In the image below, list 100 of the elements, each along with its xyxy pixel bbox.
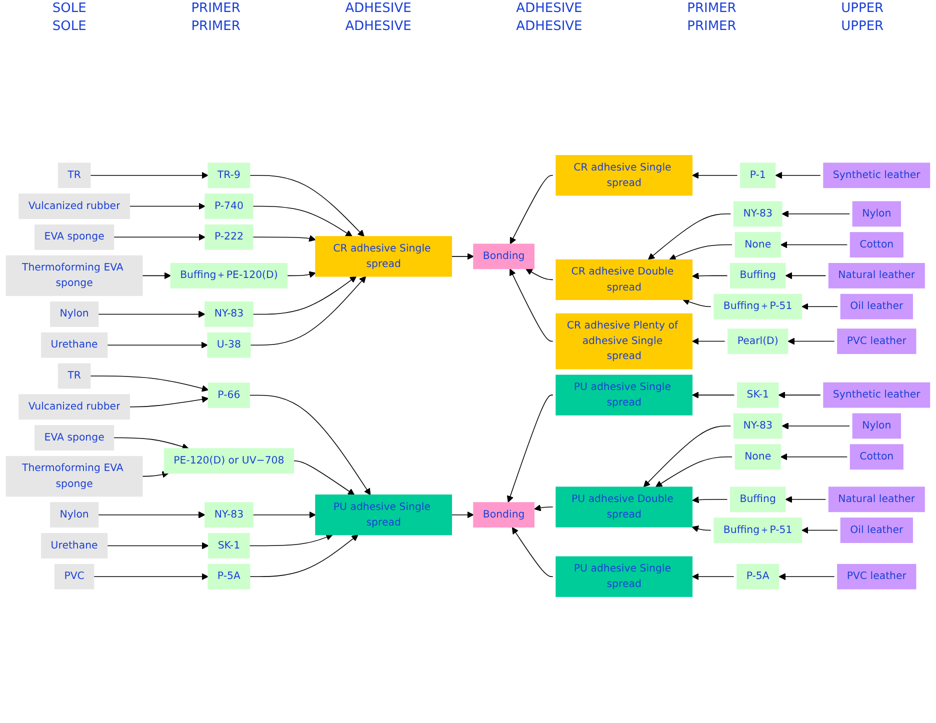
node-box: None bbox=[734, 232, 781, 258]
arrow bbox=[249, 174, 364, 237]
node-box: Thermoforming EVA sponge bbox=[6, 255, 143, 296]
arrow bbox=[669, 244, 732, 260]
node-box: Synthetic leather bbox=[823, 162, 930, 188]
arrow bbox=[692, 496, 728, 504]
arrow bbox=[249, 534, 333, 546]
arrow bbox=[142, 471, 169, 478]
node-box: P-66 bbox=[208, 382, 250, 408]
arrow bbox=[252, 235, 316, 242]
arrow bbox=[252, 276, 357, 315]
node-box: Nylon bbox=[50, 502, 99, 528]
arrow bbox=[692, 526, 712, 532]
arrow bbox=[526, 268, 554, 280]
column-heading: ADHESIVE bbox=[516, 18, 582, 36]
node-box: NY-83 bbox=[733, 413, 782, 439]
arrow bbox=[775, 172, 821, 179]
node-box: PU adhesive Single spread bbox=[556, 374, 693, 416]
arrow bbox=[451, 252, 474, 260]
node-box: P-1 bbox=[740, 162, 776, 188]
node-box: PU adhesive Single spread bbox=[556, 556, 693, 597]
arrow bbox=[782, 422, 850, 430]
arrow bbox=[249, 394, 371, 496]
node-box: CR adhesive Single spread bbox=[556, 155, 693, 196]
node-box: Buffing＋PE-120(D) bbox=[170, 262, 288, 288]
arrow bbox=[692, 272, 728, 280]
node-box: CR adhesive Plenty of adhesive Single spread bbox=[556, 313, 693, 370]
arrow bbox=[286, 271, 316, 278]
node-box: P-5A bbox=[208, 564, 250, 590]
arrow bbox=[510, 268, 554, 342]
arrow bbox=[90, 172, 208, 179]
arrow bbox=[785, 272, 826, 280]
arrow bbox=[802, 303, 838, 310]
node-box: Vulcanized rubber bbox=[18, 194, 130, 219]
node-box: TR bbox=[58, 363, 91, 389]
column-heading: ADHESIVE bbox=[345, 18, 412, 36]
arrow bbox=[106, 342, 208, 349]
node-box: Buffing bbox=[730, 486, 786, 512]
arrow bbox=[510, 174, 554, 244]
node-box: PVC leather bbox=[837, 328, 916, 354]
column-heading: SOLE bbox=[52, 0, 86, 18]
node-box: PU adhesive Single spread bbox=[315, 494, 452, 536]
node-box: Pearl(D) bbox=[728, 328, 788, 354]
column-heading: ADHESIVE bbox=[516, 0, 582, 18]
node-box: U-38 bbox=[207, 332, 251, 358]
arrow bbox=[534, 504, 554, 512]
arrow bbox=[778, 392, 821, 398]
node-box: Buffing＋P-51 bbox=[714, 518, 802, 543]
node-box: NY-83 bbox=[733, 201, 782, 227]
arrow bbox=[93, 573, 208, 580]
node-box: Cotton bbox=[850, 444, 904, 470]
arrow bbox=[129, 202, 206, 210]
arrow bbox=[785, 496, 826, 503]
arrow bbox=[780, 453, 848, 460]
column-heading: SOLE bbox=[52, 18, 86, 36]
arrow bbox=[249, 534, 358, 578]
node-box: NY-83 bbox=[204, 502, 254, 528]
arrow bbox=[780, 241, 848, 248]
arrow bbox=[655, 456, 732, 488]
node-box: SK-1 bbox=[736, 382, 779, 408]
column-heading: PRIMER bbox=[687, 0, 736, 18]
arrow bbox=[506, 394, 554, 503]
arrow bbox=[98, 511, 206, 518]
node-box: PVC leather bbox=[837, 564, 916, 590]
arrow bbox=[106, 542, 209, 550]
node-box: P-740 bbox=[204, 194, 254, 219]
node-box: EVA sponge bbox=[34, 425, 114, 450]
node-box: Nylon bbox=[852, 413, 901, 439]
node-box: SK-1 bbox=[208, 533, 250, 558]
node-box: Vulcanized rubber bbox=[18, 394, 130, 420]
column-heading: UPPER bbox=[841, 0, 884, 18]
arrow bbox=[802, 526, 838, 534]
node-box: Urethane bbox=[41, 533, 108, 558]
arrow bbox=[250, 276, 366, 346]
node-box: TR-9 bbox=[208, 162, 250, 188]
arrow bbox=[648, 214, 732, 260]
column-heading: UPPER bbox=[841, 18, 884, 36]
node-box: Synthetic leather bbox=[823, 382, 930, 408]
arrow bbox=[692, 392, 735, 398]
node-box: P-5A bbox=[736, 564, 780, 590]
node-box: Oil leather bbox=[840, 294, 913, 320]
node-box: PU adhesive Double spread bbox=[556, 486, 693, 528]
column-heading: ADHESIVE bbox=[345, 0, 412, 18]
node-box: NY-83 bbox=[204, 302, 254, 327]
arrow bbox=[252, 511, 316, 518]
arrow bbox=[293, 460, 355, 496]
column-heading: PRIMER bbox=[687, 18, 736, 36]
node-box: Buffing bbox=[730, 262, 786, 288]
node-box: Thermoforming EVA sponge bbox=[6, 456, 143, 497]
arrow bbox=[692, 338, 726, 345]
node-box: Nylon bbox=[852, 201, 901, 227]
node-box: CR adhesive Double spread bbox=[556, 259, 693, 300]
arrow bbox=[692, 172, 738, 179]
node-box: Urethane bbox=[41, 332, 108, 358]
arrow bbox=[90, 376, 209, 392]
node-box: Nylon bbox=[50, 302, 99, 327]
node-box: Cotton bbox=[850, 232, 904, 258]
node-box: None bbox=[734, 444, 781, 470]
node-box: Natural leather bbox=[828, 262, 925, 288]
node-box: TR bbox=[58, 162, 91, 188]
